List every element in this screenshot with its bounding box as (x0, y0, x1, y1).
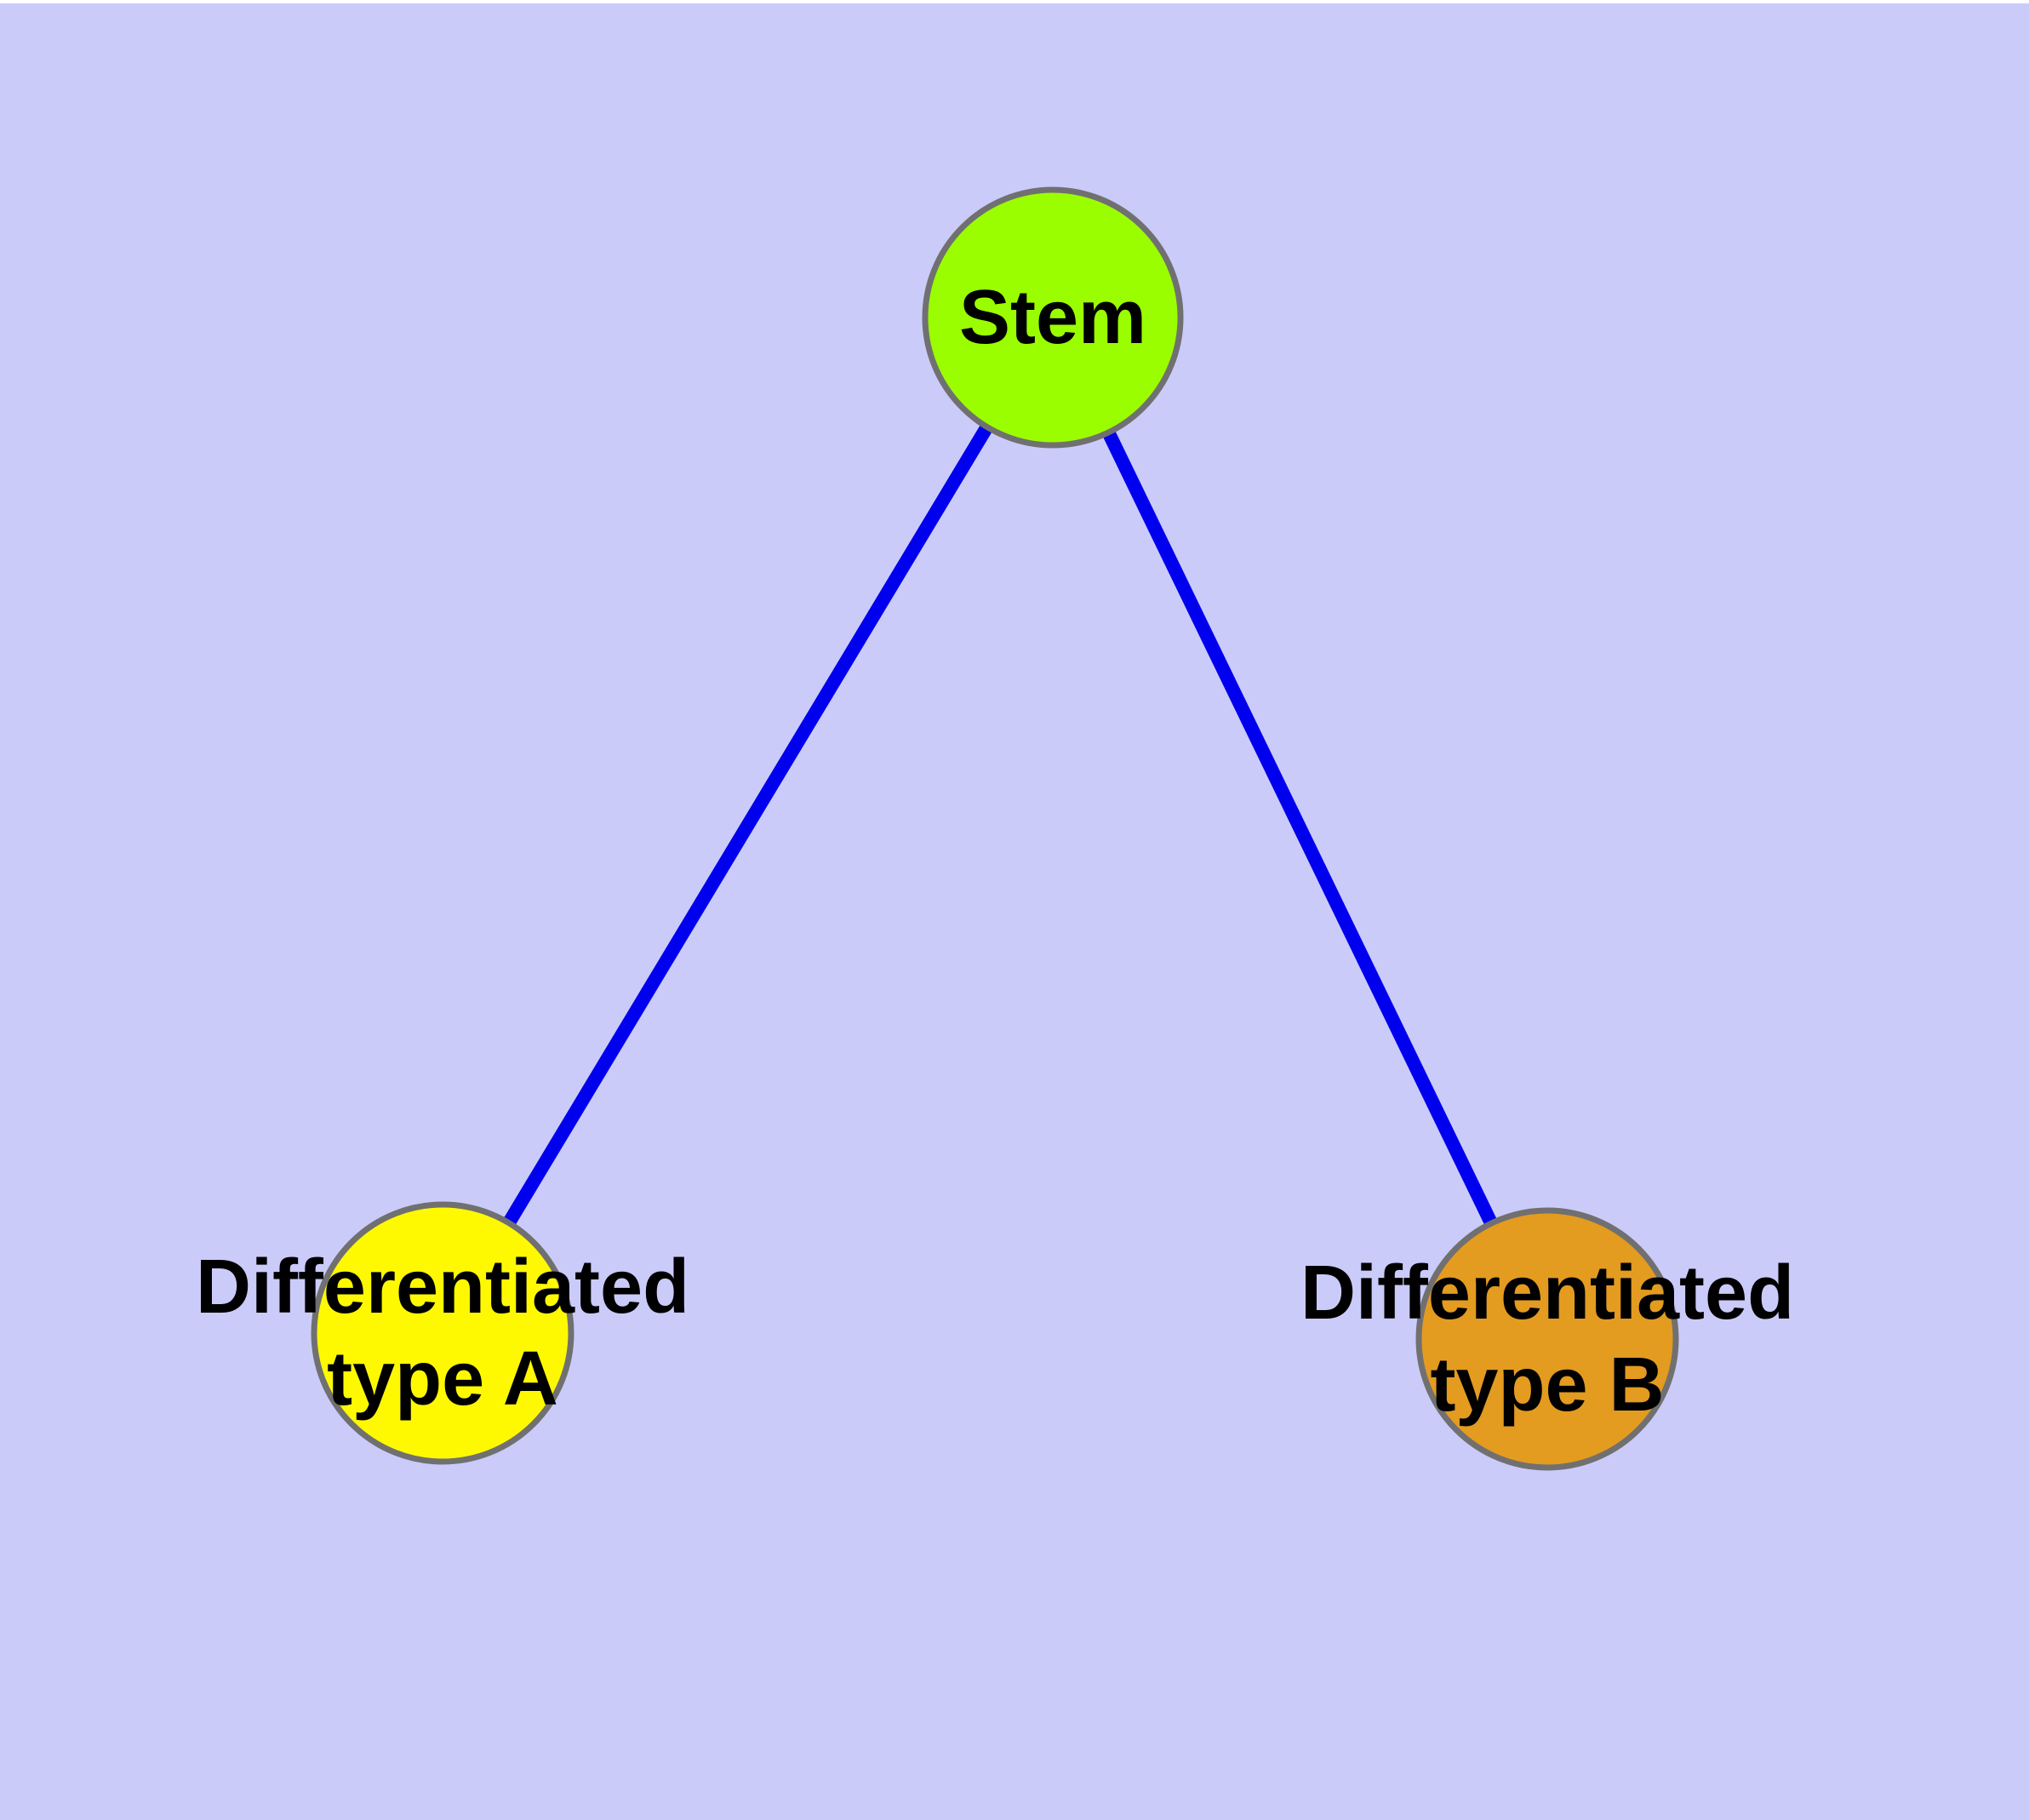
edge-stem-to-type-b (1046, 314, 1554, 1342)
node-differentiated-type-a-circle (311, 1201, 574, 1465)
node-differentiated-type-b-circle (1415, 1207, 1679, 1471)
top-margin-strip (0, 0, 2029, 3)
edge-stem-to-type-a (437, 313, 1059, 1337)
node-label-differentiated-type-b: Differentiated type B (1300, 1251, 1795, 1428)
node-stem-circle (922, 186, 1184, 449)
node-label-stem: Stem (958, 275, 1147, 360)
node-label-differentiated-type-a: Differentiated type A (195, 1245, 690, 1422)
